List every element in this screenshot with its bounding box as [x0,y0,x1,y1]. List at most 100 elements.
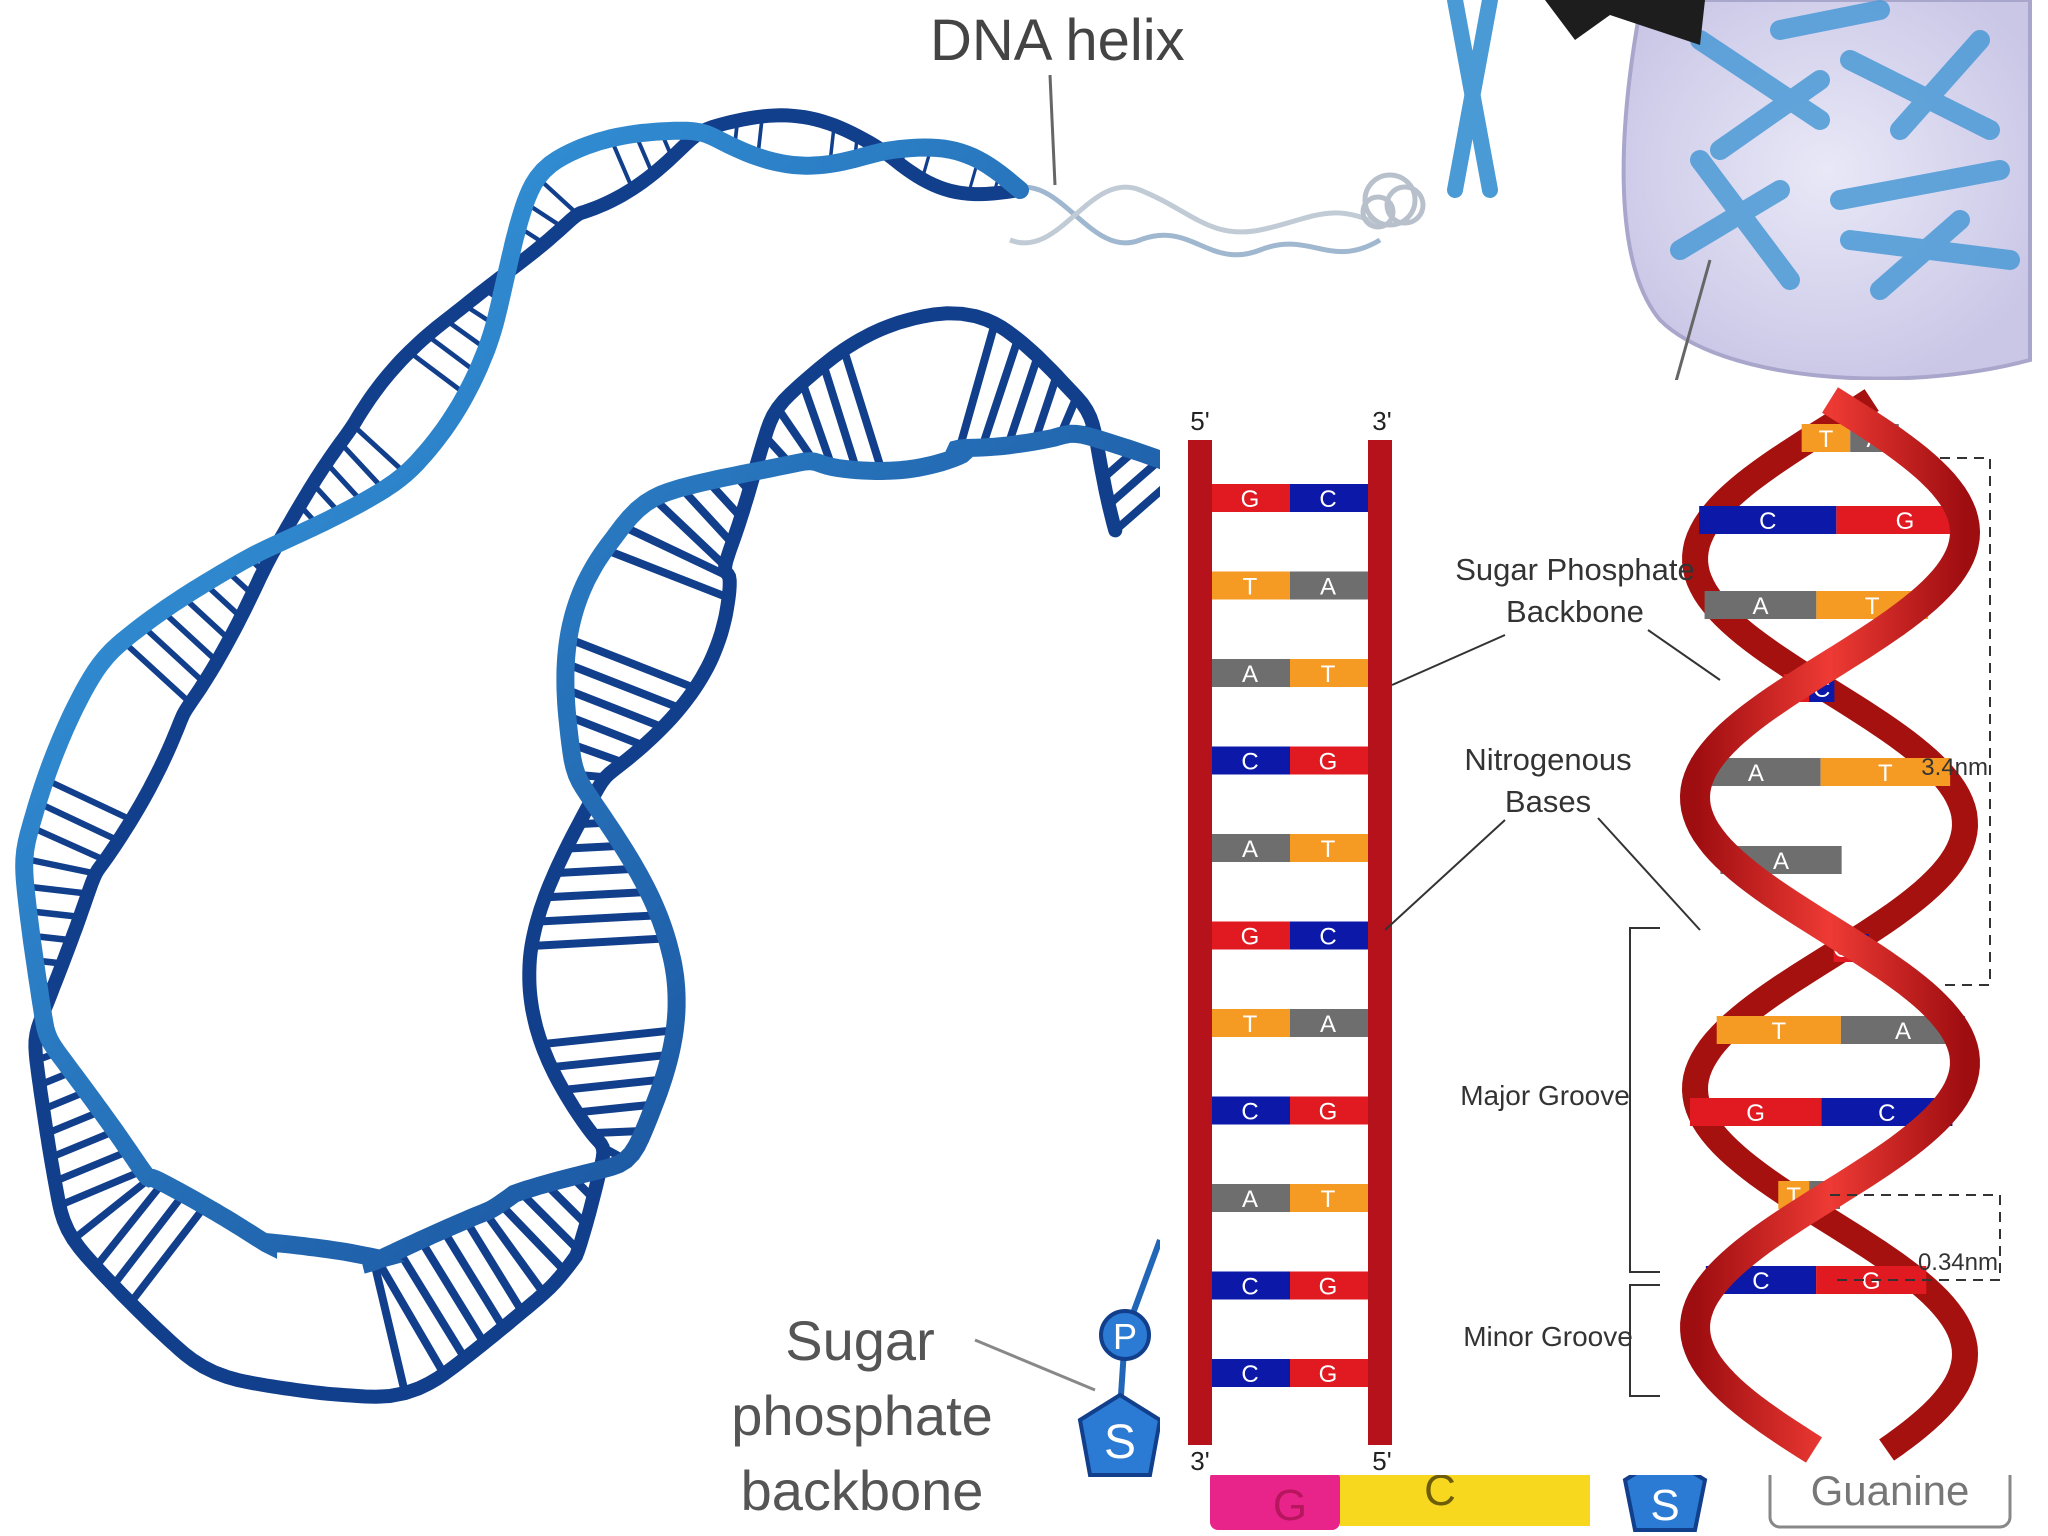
base-right [1290,1359,1368,1387]
helix-rung [439,1227,507,1330]
major-groove-label: Major Groove [1460,1080,1630,1111]
base-right [1290,659,1368,687]
cell-nucleus [1621,0,2032,386]
helix-letter-right: G [1896,508,1915,535]
base-left [1212,1184,1290,1212]
helix-rung [562,1075,664,1094]
base-right [1290,834,1368,862]
chromosomes [1670,0,2020,300]
helix-tail [1009,172,1426,258]
helix-rung [576,1100,655,1117]
helix-rung [110,1191,187,1288]
helix-rung [338,441,386,492]
base-g-block [1210,1470,1340,1530]
base-letter-left: C [1241,749,1258,776]
helix-rung [92,1180,166,1270]
helix-base-right [1820,758,1951,786]
helix-base-left [1716,1016,1841,1044]
turn-length-label: 3.4nm [1921,754,1988,781]
helix-rung [564,659,682,712]
helix-rung [43,776,133,823]
helix-base-left [1689,1098,1822,1126]
helix-rung [1030,374,1061,443]
helix-base-left [1801,424,1851,452]
sugar-label-line2: phosphate [731,1384,993,1447]
helix-rung [53,1147,131,1185]
helix-rung [425,333,479,375]
base-left [1212,1096,1290,1125]
base-right [1290,1009,1368,1037]
helix-rung [29,823,107,864]
helix-letter-left: A [1773,848,1789,875]
helix-letter-left: T [1819,426,1834,453]
base-letter-left: G [1241,924,1260,951]
base-left [1212,1009,1290,1037]
helix-letter-left: G [1746,1100,1765,1127]
sugar-label-line3: backbone [741,1459,984,1522]
base-letter-left: G [1241,486,1260,513]
helix-rung [819,363,861,472]
dna-helix-leader [1048,74,1057,186]
base-left [1212,484,1290,512]
helix-rung [1106,456,1163,508]
helix-rung [395,1248,469,1361]
helix-base-left [1699,506,1837,534]
base-letter-left: C [1241,1361,1258,1388]
helix-rung [620,522,731,581]
base-letter-left: A [1242,836,1258,863]
helix-rung [798,381,836,469]
helix-rung [407,350,468,397]
backbone-label-line2: Backbone [1506,594,1644,629]
bases-label-line2: Bases [1505,784,1591,819]
helix-letter-right: T [1865,593,1880,620]
helix-rung [541,1026,676,1049]
helix-rung [23,855,97,877]
helix-rung [351,423,408,476]
helix-rung [566,634,697,692]
sugar-label-line1: Sugar [785,1309,934,1372]
helix-letter-right: A [1895,1018,1911,1045]
helix-letter-right: G [1862,1268,1881,1295]
helix-letter-right: C [1878,1100,1895,1127]
base-letter-left: A [1242,661,1258,688]
base-left [1212,1359,1290,1387]
base-letter-right: T [1321,1186,1336,1213]
sugar-phosphate-label: Sugar phosphate backbone [731,1309,1096,1522]
callout-labels: Sugar Phosphate Backbone Nitrogenous Bas… [1384,457,2001,1397]
helix-rung [840,348,886,473]
helix-strand-front [1679,387,1981,1463]
helix-letter-right: T [1878,760,1893,787]
base-left [1212,834,1290,862]
helix-rung [550,1050,671,1072]
helix-rung [531,934,667,951]
helix-rung [608,137,635,190]
minor-groove-bracket [1629,1284,1660,1397]
helix-strand-front [15,121,1194,1274]
base-right [1290,484,1368,512]
helix-rung [49,1127,117,1161]
helix-rung [417,1238,488,1346]
base-letter-right: A [1320,1011,1336,1038]
helix-rung [564,685,665,732]
base-letter-right: C [1319,924,1336,951]
rise-dimension [1830,1194,2001,1281]
rise-length-label: 0.34nm [1918,1249,1998,1276]
base-letter-right: C [1319,486,1336,513]
helix-rung [1004,355,1042,447]
ladder-5prime-bottom: 5' [1372,1446,1391,1476]
helix-rung [127,1203,209,1306]
base-letter-right: G [1319,749,1338,776]
helix-base-left [1704,591,1817,619]
phosphate-node [1099,1309,1151,1361]
helix-letter-left: A [1752,593,1768,620]
helix-rung [160,608,219,664]
helix-rung [58,1167,144,1209]
helix-rung [369,1259,409,1395]
